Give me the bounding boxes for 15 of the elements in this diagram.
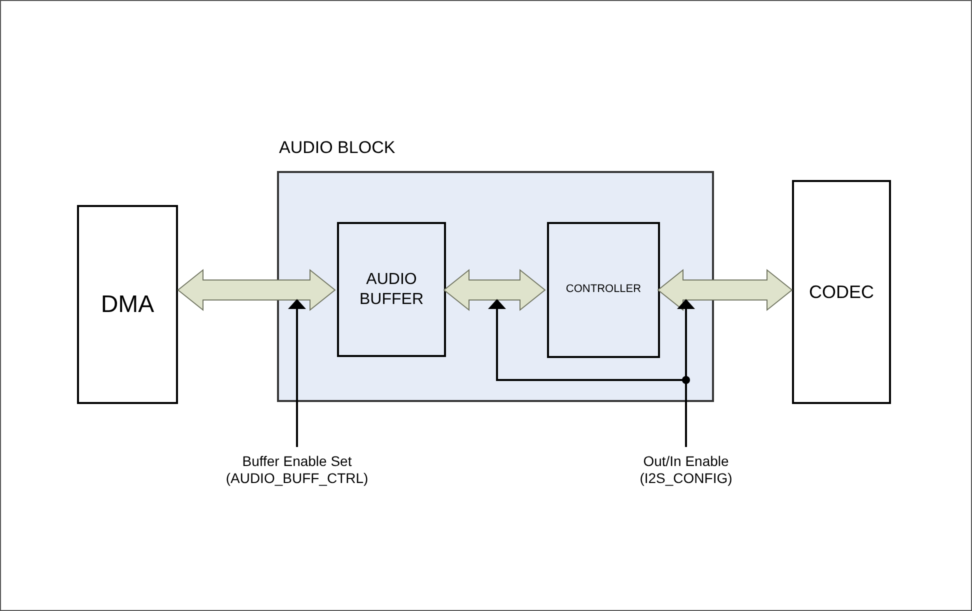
box-label: CODEC <box>808 280 874 304</box>
bus-arrow <box>443 268 546 312</box>
block-heading: AUDIO BLOCK <box>279 137 396 158</box>
control-arrow <box>288 299 306 447</box>
process-box <box>77 205 178 404</box>
process-box <box>547 222 660 358</box>
process-box <box>337 222 446 357</box>
box-label: AUDIO BUFFER <box>358 270 424 310</box>
signal-label: Out/In Enable (I2S_CONFIG) <box>638 452 734 488</box>
box-label: CONTROLLER <box>566 283 642 297</box>
process-box <box>792 180 891 404</box>
bus-arrow <box>657 268 793 312</box>
box-label: DMA <box>100 290 154 320</box>
bus-arrow <box>177 268 336 312</box>
signal-label: Buffer Enable Set (AUDIO_BUFF_CTRL) <box>224 452 370 488</box>
